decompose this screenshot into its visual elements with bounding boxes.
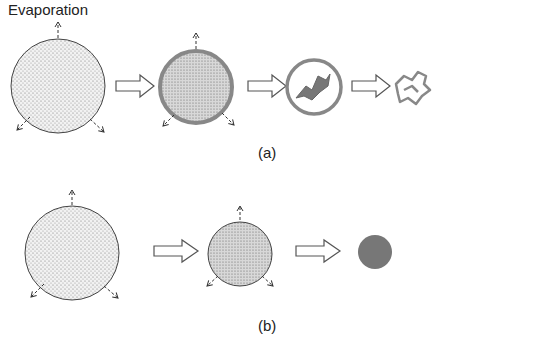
evaporation-label: Evaporation (8, 2, 88, 19)
process-arrow (248, 75, 286, 97)
shell-particle (287, 60, 341, 114)
process-arrow (296, 240, 340, 262)
crumpled-particle (396, 72, 430, 104)
solid-particle (358, 235, 392, 269)
panel-label: (b) (258, 318, 276, 335)
droplet-a2 (160, 33, 234, 126)
panel-label: (a) (258, 145, 276, 162)
process-arrow (352, 75, 390, 97)
process-arrow (154, 240, 198, 262)
droplet-a1 (11, 22, 105, 133)
process-arrow (116, 75, 154, 97)
droplet-b1 (25, 190, 119, 300)
droplet-b2 (207, 206, 273, 286)
